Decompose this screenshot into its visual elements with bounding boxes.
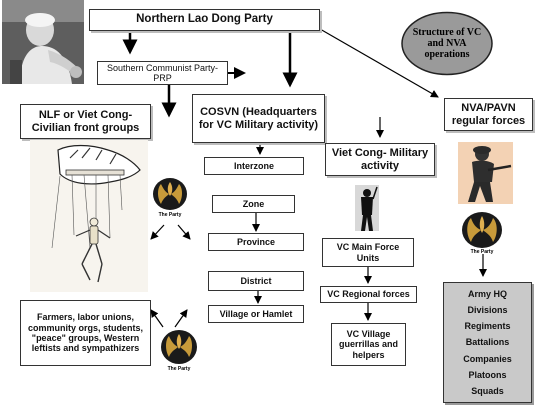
- village-hamlet-box: Village or Hamlet: [208, 305, 304, 323]
- party-logo-right: The Party: [459, 211, 505, 255]
- party-logo-bottom-caption: The Party: [168, 366, 191, 372]
- structure-title-oval: [400, 11, 494, 76]
- province-box: Province: [208, 233, 304, 251]
- cosvn-box: COSVN (Headquarters for VC Military acti…: [192, 94, 325, 143]
- vc-guerrilla-silhouette: [355, 185, 379, 231]
- nva-pavn-box: NVA/PAVN regular forces: [444, 98, 533, 131]
- northern-lao-dong-party-box: Northern Lao Dong Party: [89, 9, 320, 31]
- zone-box: Zone: [212, 195, 295, 213]
- nva-unit-squads: Squads: [471, 385, 504, 396]
- leader-photo: [2, 0, 84, 84]
- nva-soldier-image: [458, 142, 513, 204]
- party-logo-left-caption: The Party: [159, 212, 182, 218]
- vc-regional-forces-box: VC Regional forces: [320, 286, 417, 303]
- nva-unit-army-hq: Army HQ: [467, 289, 507, 300]
- vc-main-force-box: VC Main Force Units: [322, 238, 414, 267]
- structure-title: Structure of VC and NVA operations: [412, 26, 482, 60]
- nva-unit-companies: Companies: [463, 353, 512, 364]
- nva-unit-regiments: Regiments: [464, 321, 511, 332]
- viet-cong-military-box: Viet Cong- Military activity: [325, 143, 435, 176]
- nva-units-list: Army HQ Divisions Regiments Battalions C…: [443, 282, 532, 403]
- party-logo-left: The Party: [151, 176, 189, 218]
- district-box: District: [208, 271, 304, 291]
- puppet-illustration: [30, 140, 148, 292]
- nlf-viet-cong-box: NLF or Viet Cong- Civilian front groups: [20, 104, 151, 139]
- nva-unit-platoons: Platoons: [468, 369, 507, 380]
- civilian-groups-box: Farmers, labor unions, community orgs, s…: [20, 300, 151, 366]
- party-logo-right-caption: The Party: [471, 249, 494, 255]
- vc-village-guerrillas-box: VC Village guerrillas and helpers: [331, 323, 406, 366]
- party-logo-bottom: The Party: [159, 328, 199, 372]
- nva-unit-divisions: Divisions: [467, 305, 508, 316]
- nva-unit-battalions: Battalions: [465, 337, 510, 348]
- southern-communist-party-box: Southern Communist Party- PRP: [97, 61, 228, 85]
- interzone-box: Interzone: [204, 157, 304, 175]
